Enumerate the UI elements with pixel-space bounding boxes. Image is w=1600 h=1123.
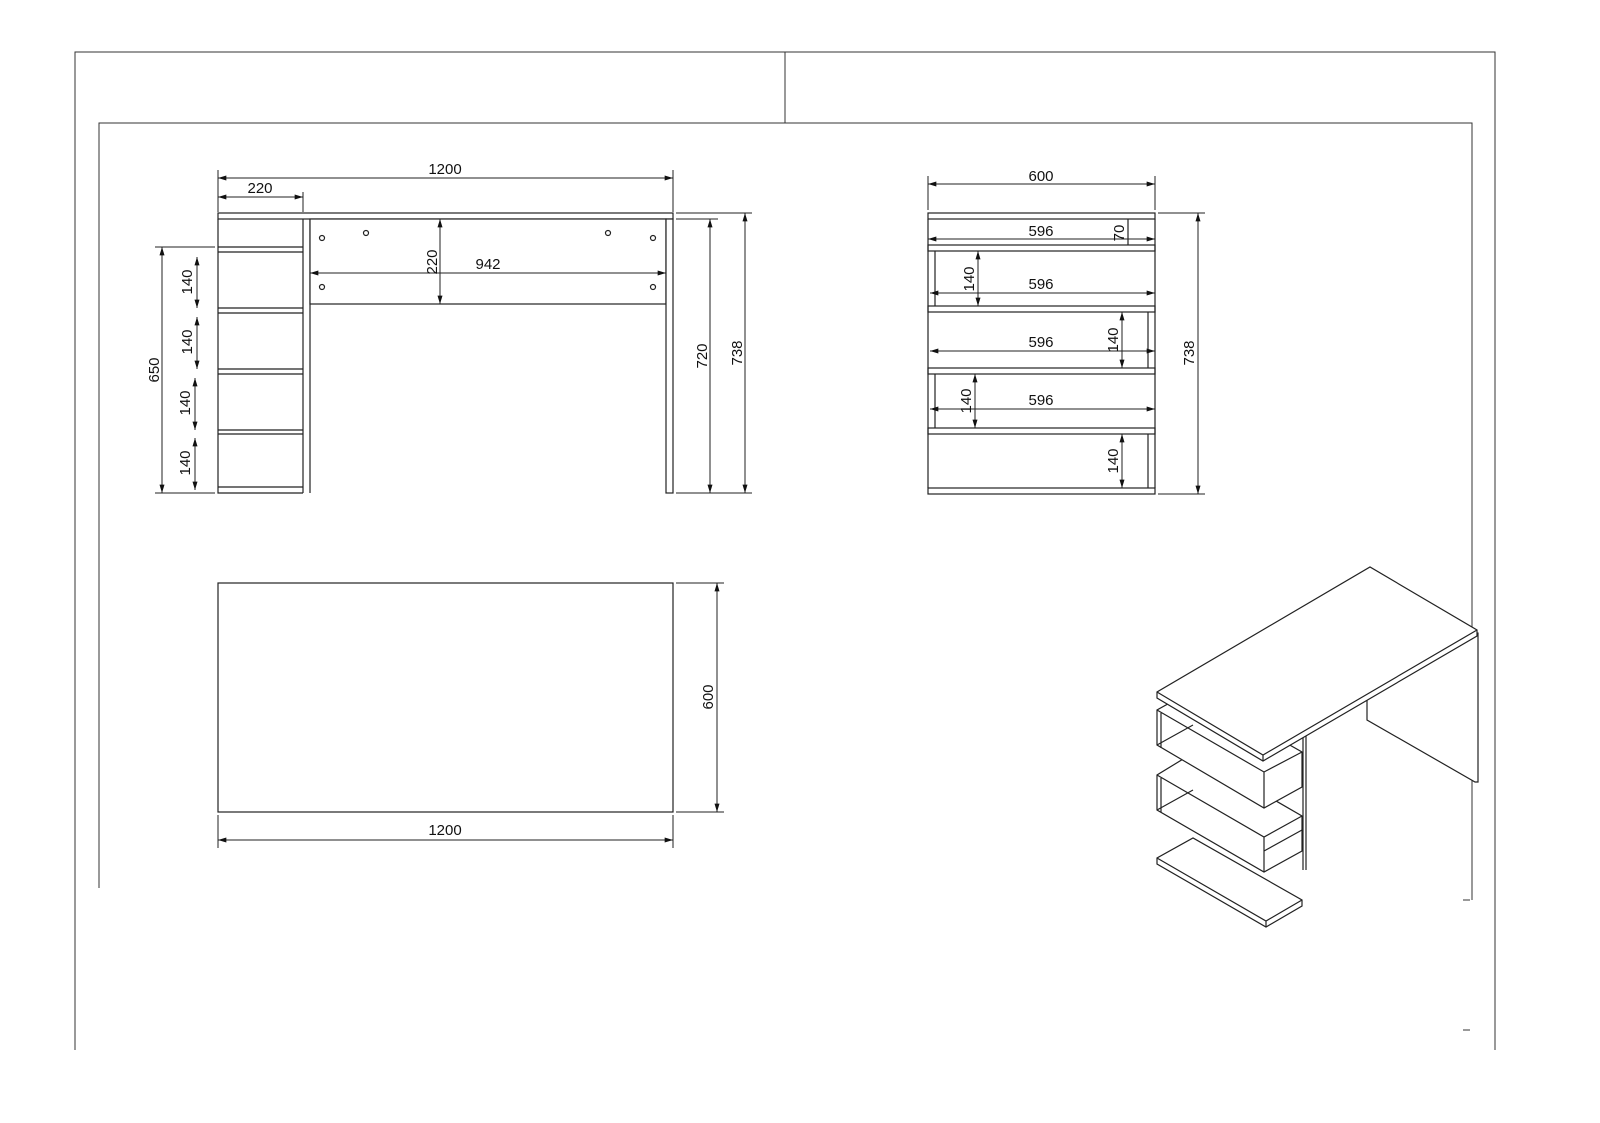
dim-shelf-width: 596 bbox=[1028, 392, 1053, 409]
dim-shelf-width: 596 bbox=[1028, 334, 1053, 351]
dim-shelf-unit-width: 220 bbox=[247, 180, 272, 197]
dim-shelf-spacing: 140 bbox=[179, 329, 196, 354]
dim-total-height: 738 bbox=[729, 340, 746, 365]
dim-overall-width: 1200 bbox=[428, 161, 461, 178]
dim-leg-height: 720 bbox=[694, 343, 711, 368]
dim-top-gap: 70 bbox=[1111, 225, 1128, 242]
dim-shelf-spacing: 140 bbox=[958, 388, 975, 413]
dim-shelf-spacing: 140 bbox=[177, 390, 194, 415]
dim-shelf-unit-height: 650 bbox=[146, 357, 163, 382]
front-view: 1200 220 942 220 720 738 650 140 140 140… bbox=[146, 161, 752, 494]
mounting-holes bbox=[318, 229, 657, 291]
dim-depth: 600 bbox=[1028, 168, 1053, 185]
dim-inner-width: 942 bbox=[475, 256, 500, 273]
side-view: 600 596 70 596 596 596 140 140 140 140 7… bbox=[927, 168, 1205, 495]
drawing-frame bbox=[74, 51, 1496, 1050]
dim-total-height: 738 bbox=[1181, 340, 1198, 365]
dim-shelf-width: 596 bbox=[1028, 276, 1053, 293]
dim-shelf-spacing: 140 bbox=[177, 450, 194, 475]
plan-view: 600 1200 bbox=[217, 582, 724, 848]
dim-shelf-width: 596 bbox=[1028, 223, 1053, 240]
dim-shelf-spacing: 140 bbox=[1105, 448, 1122, 473]
dim-modesty-panel-height: 220 bbox=[424, 249, 441, 274]
dim-plan-depth: 600 bbox=[700, 684, 717, 709]
dim-shelf-spacing: 140 bbox=[1105, 327, 1122, 352]
isometric-view bbox=[1156, 566, 1479, 928]
dim-plan-width: 1200 bbox=[428, 822, 461, 839]
dim-shelf-spacing: 140 bbox=[179, 269, 196, 294]
dim-shelf-spacing: 140 bbox=[961, 266, 978, 291]
